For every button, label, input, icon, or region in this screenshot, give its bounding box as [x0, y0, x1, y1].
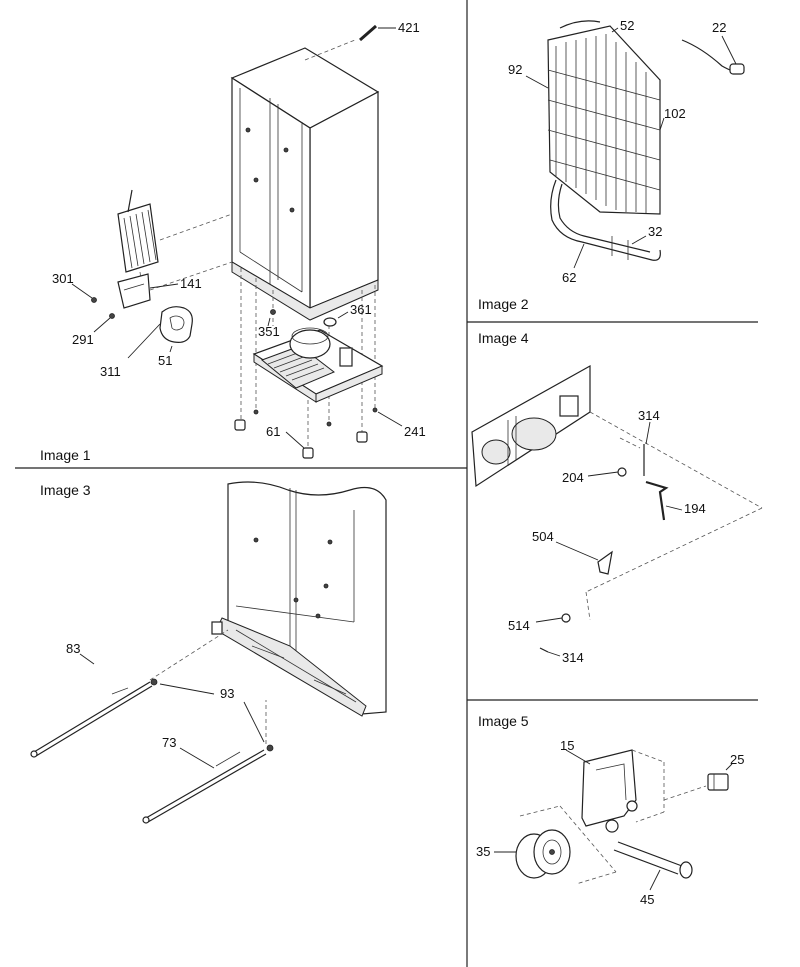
callout-514: 514	[508, 618, 530, 633]
clip-25	[707, 773, 729, 791]
roller-bracket-15	[581, 749, 638, 833]
axle-pin-45	[613, 841, 693, 879]
image3-panel: Image 3	[30, 481, 387, 824]
image5-panel: Image 5	[476, 713, 744, 907]
bracket-141	[117, 273, 151, 309]
mount-parts	[539, 444, 669, 653]
callout-204: 204	[562, 470, 584, 485]
cabinet-bottom-view	[211, 481, 387, 717]
callout-92: 92	[508, 62, 522, 77]
image3-title: Image 3	[40, 482, 91, 498]
callout-73: 73	[162, 735, 176, 750]
callout-25: 25	[730, 752, 744, 767]
callout-351: 351	[258, 324, 280, 339]
image2-panel: Image 2	[478, 18, 745, 312]
callout-83: 83	[66, 641, 80, 656]
evaporator-coil	[547, 20, 661, 215]
callout-102: 102	[664, 106, 686, 121]
callout-62: 62	[562, 270, 576, 285]
callout-141: 141	[180, 276, 202, 291]
callout-45: 45	[640, 892, 654, 907]
callout-93: 93	[220, 686, 234, 701]
callout-301: 301	[52, 271, 74, 286]
screw-421	[304, 24, 396, 61]
callout-35: 35	[476, 844, 490, 859]
wheel-35	[515, 829, 571, 879]
rollers-61	[234, 400, 378, 459]
callout-22: 22	[712, 20, 726, 35]
callout-314-top: 314	[638, 408, 660, 423]
machine-compartment-view	[471, 364, 591, 488]
image4-panel: Image 4 314 204 194 504	[471, 330, 763, 665]
image2-title: Image 2	[478, 296, 529, 312]
cover-51	[159, 306, 193, 343]
compressor-base-assembly	[252, 327, 384, 403]
callout-361: 361	[350, 302, 372, 317]
callout-15: 15	[560, 738, 574, 753]
callout-421: 421	[398, 20, 420, 35]
callout-52: 52	[620, 18, 634, 33]
callout-291: 291	[72, 332, 94, 347]
refrigerator-cabinet	[230, 47, 380, 321]
callout-194: 194	[684, 501, 706, 516]
drain-heater	[550, 179, 661, 261]
image1-panel: Image 1 421	[40, 20, 426, 463]
image5-title: Image 5	[478, 713, 529, 729]
callout-241: 241	[404, 424, 426, 439]
image1-title: Image 1	[40, 447, 91, 463]
callout-311: 311	[100, 364, 121, 379]
condenser-coil	[117, 189, 159, 273]
rods-83-73	[30, 681, 267, 824]
callout-32: 32	[648, 224, 662, 239]
panel-dividers	[15, 0, 758, 967]
thermostat-22	[681, 39, 745, 75]
callout-504: 504	[532, 529, 554, 544]
callout-51: 51	[158, 353, 172, 368]
callout-61: 61	[266, 424, 280, 439]
image4-title: Image 4	[478, 330, 529, 346]
callout-314-bottom: 314	[562, 650, 584, 665]
